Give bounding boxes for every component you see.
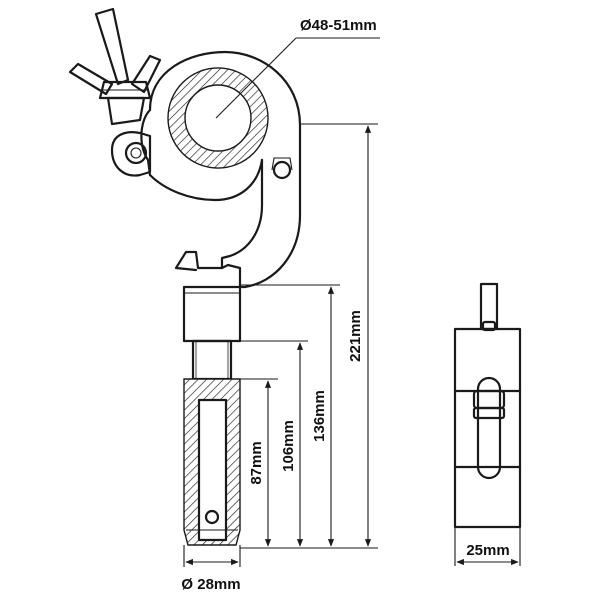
width-label: 25mm [466,542,509,559]
overall-height-label: 221mm [347,310,364,362]
dimension-lines [183,37,521,567]
height-87-label: 87mm [248,441,265,484]
tube-diameter-label: Ø48-51mm [300,17,377,34]
height-106-label: 106mm [280,420,297,472]
side-view [453,282,522,529]
wing-bolt [68,7,162,126]
spigot [182,285,242,546]
height-136-label: 136mm [311,390,328,442]
clamp-body [110,50,302,289]
spigot-diameter-label: Ø 28mm [181,576,240,593]
